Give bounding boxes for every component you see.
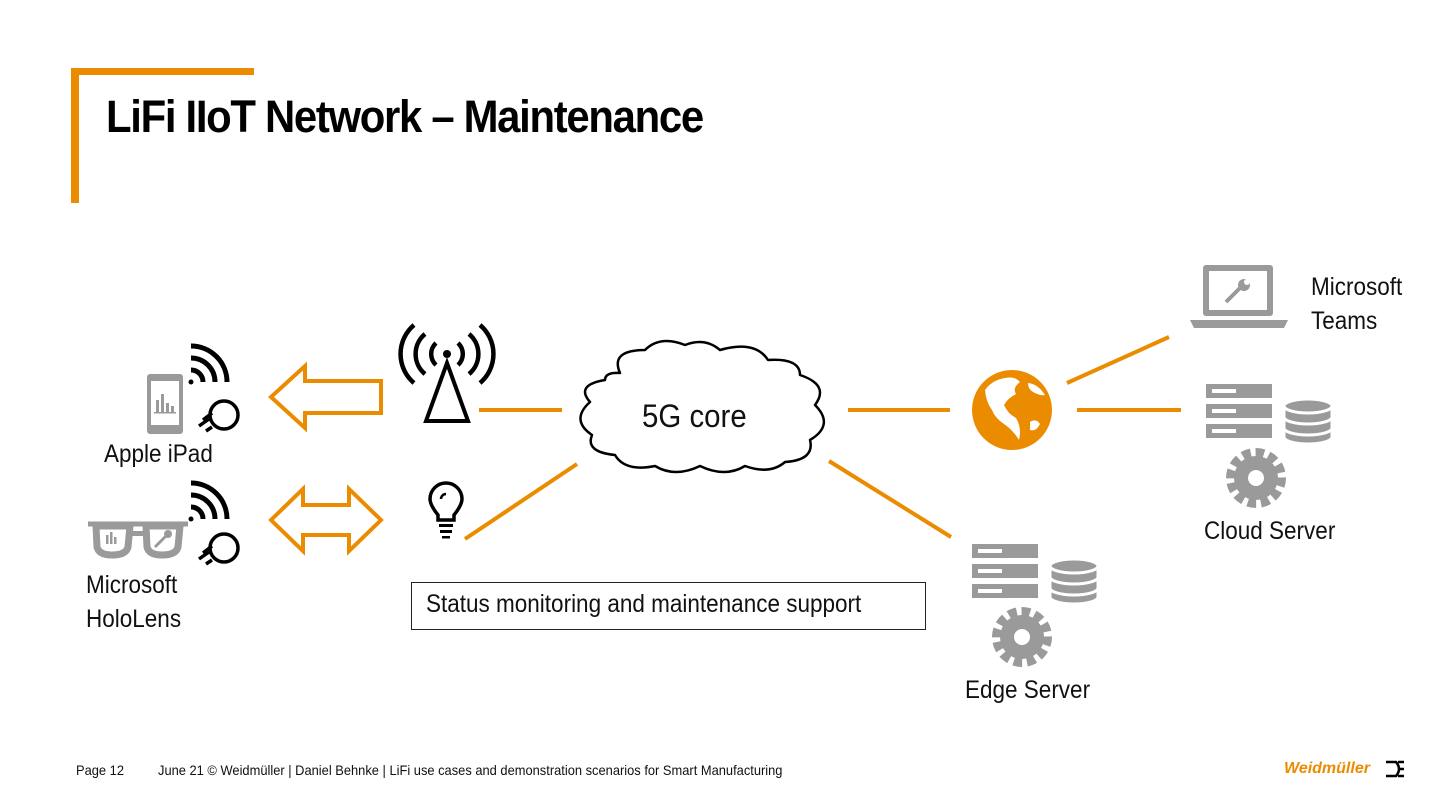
title-accent-vertical [71, 68, 79, 203]
connector-lines [463, 335, 1181, 541]
footer-info: June 21 © Weidmüller | Daniel Behnke | L… [158, 762, 783, 778]
page-title: LiFi IIoT Network – Maintenance [106, 91, 704, 142]
wireless-signal-icon [188, 480, 230, 522]
tablet-icon [147, 374, 183, 434]
status-callout: Status monitoring and maintenance suppor… [411, 582, 926, 630]
lightbulb-icon [197, 399, 240, 433]
wireless-signal-icon [188, 343, 230, 385]
ar-glasses-icon [88, 521, 188, 559]
weidmueller-logo-icon [1386, 760, 1404, 778]
label-teams-line1: Microsoft [1311, 273, 1403, 301]
bidirectional-arrow [268, 484, 384, 556]
globe-icon [972, 370, 1052, 450]
label-edge-server: Edge Server [965, 676, 1091, 704]
title-accent-horizontal [71, 68, 254, 75]
label-5g-core: 5G core [642, 398, 747, 434]
label-teams-line2: Teams [1311, 307, 1378, 335]
label-apple-ipad: Apple iPad [104, 440, 213, 468]
label-cloud-server: Cloud Server [1204, 517, 1336, 545]
lightbulb-icon [428, 481, 464, 539]
gear-icon [1226, 448, 1286, 508]
label-hololens-line2: HoloLens [86, 605, 182, 633]
server-rack-icon [1206, 384, 1272, 438]
downlink-arrow [268, 361, 383, 433]
database-icon [1048, 557, 1100, 606]
label-hololens-line1: Microsoft [86, 571, 178, 599]
server-rack-icon [972, 544, 1038, 598]
status-callout-text: Status monitoring and maintenance suppor… [426, 590, 862, 618]
footer-page-number: Page 12 [76, 762, 124, 778]
footer-brand: Weidmüller [1284, 760, 1370, 777]
gear-icon [992, 607, 1052, 667]
lightbulb-icon [197, 532, 240, 566]
antenna-icon [398, 323, 496, 423]
laptop-icon [1190, 265, 1288, 328]
database-icon [1282, 397, 1334, 446]
cloud-icon [579, 339, 825, 474]
